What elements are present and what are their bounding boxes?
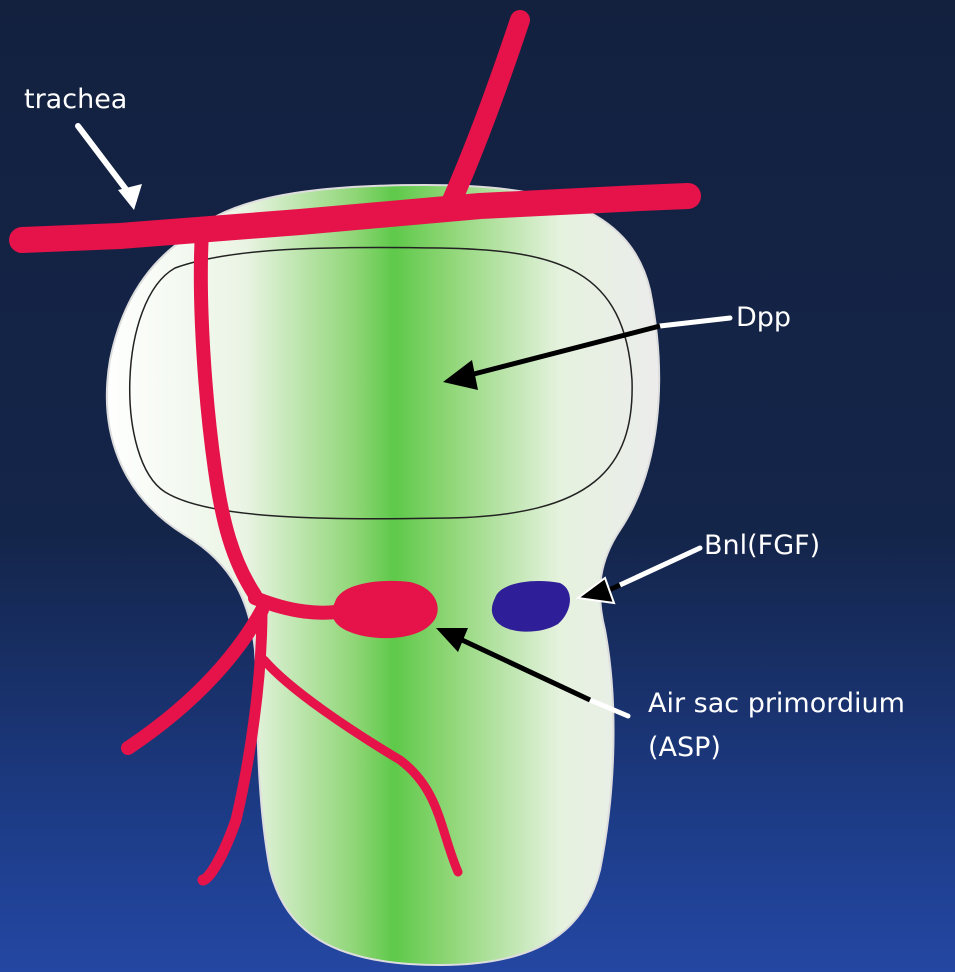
air-sac-primordium [332,581,437,638]
arrow-to-trachea [78,126,142,210]
wing-disc [107,185,659,965]
label-bnl-fgf: Bnl(FGF) [704,528,820,564]
label-asp-line2: (ASP) [648,730,721,766]
label-asp-line1: Air sac primordium [648,686,905,722]
label-dpp: Dpp [736,300,791,336]
trachea-lower-left-branch [128,610,262,748]
trachea-upper-branch [450,20,520,205]
label-trachea: trachea [24,82,127,118]
